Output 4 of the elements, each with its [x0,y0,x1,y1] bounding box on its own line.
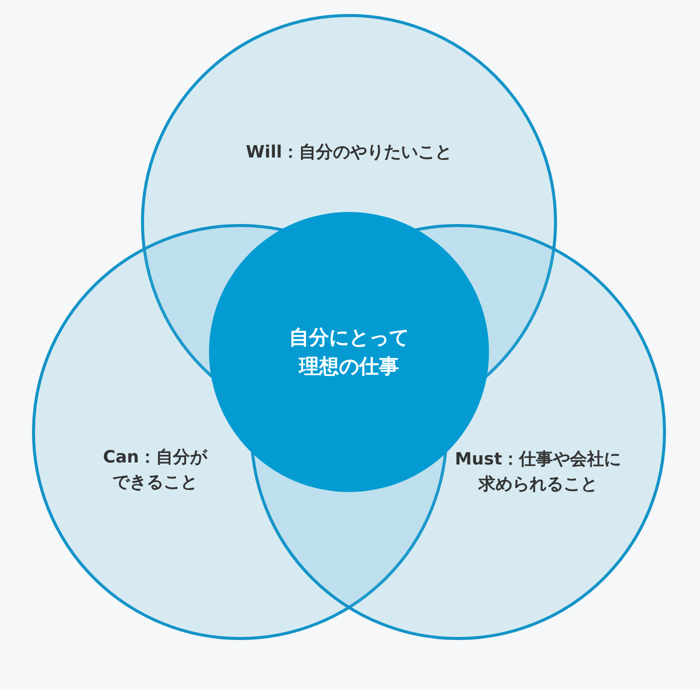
circle-label: Must：仕事や会社に求められること [452,447,624,497]
circle-label: 自分にとって理想の仕事 [283,323,415,381]
circle-label: Can：自分ができること [99,445,211,495]
circle-label: Will：自分のやりたいこと [199,140,499,166]
